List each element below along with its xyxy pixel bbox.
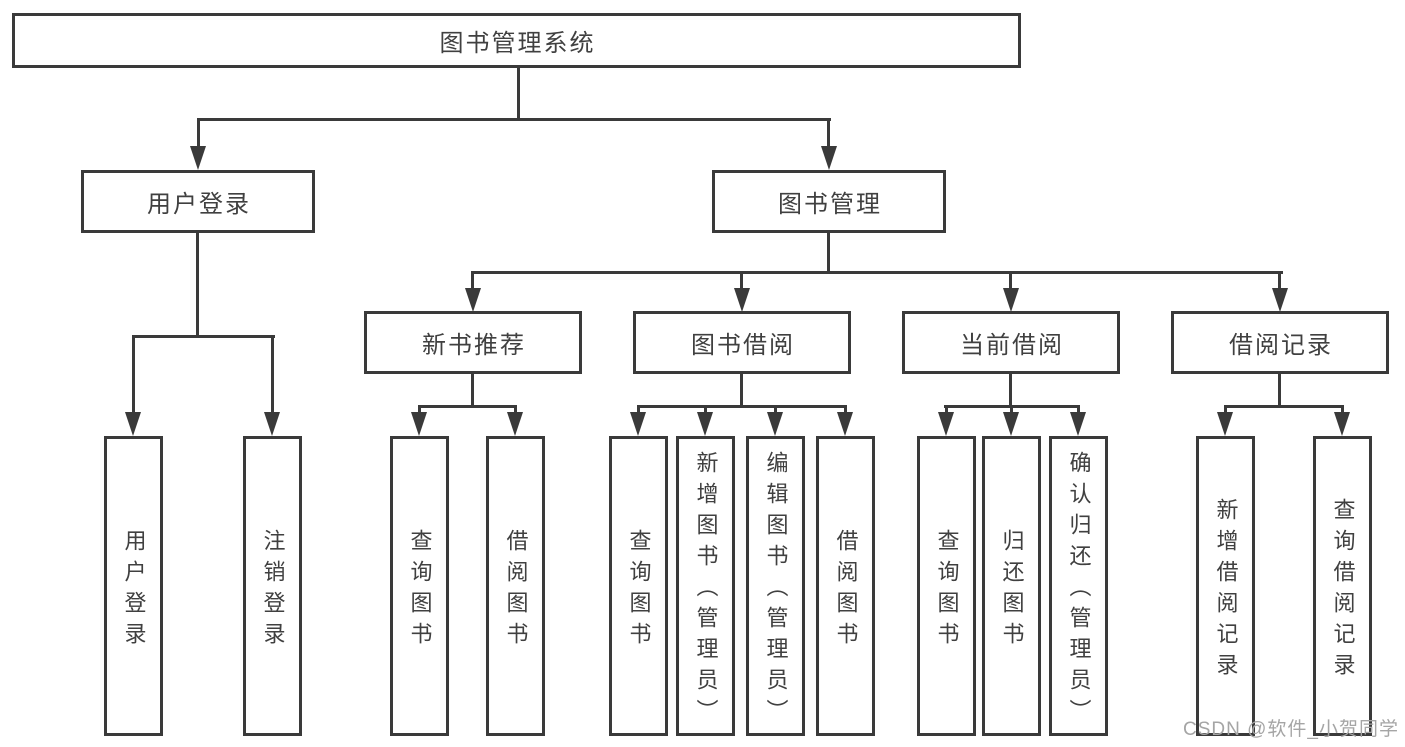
node-label: 用户登录 bbox=[121, 528, 147, 653]
node-label: 归还图书 bbox=[999, 528, 1025, 653]
connector-to-leaf-confirm-return bbox=[1077, 405, 1080, 417]
connector-to-leaf-borrow-books-1 bbox=[514, 405, 517, 417]
leaf-return-books: 归还图书 bbox=[982, 436, 1041, 736]
arrowhead-to-leaf-return-books bbox=[1003, 412, 1019, 436]
arrowhead-to-new-book-recommend bbox=[465, 288, 481, 312]
node-label: 注销登录 bbox=[260, 528, 286, 653]
arrowhead-to-leaf-edit-books bbox=[767, 412, 783, 436]
node-label: 新增图书（管理员） bbox=[693, 451, 719, 730]
connector-new-book-stub bbox=[471, 373, 474, 406]
node-current-borrow: 当前借阅 bbox=[902, 311, 1120, 374]
node-label: 当前借阅 bbox=[960, 332, 1064, 359]
node-label: 确认归还（管理员） bbox=[1066, 451, 1092, 730]
connector-borrow-records-bar bbox=[1224, 405, 1344, 408]
connector-to-borrow-records bbox=[1278, 271, 1281, 291]
connector-to-leaf-query-books-3 bbox=[945, 405, 948, 417]
node-label: 图书借阅 bbox=[691, 332, 795, 359]
arrowhead-to-borrow-records bbox=[1272, 288, 1288, 312]
node-borrow-records: 借阅记录 bbox=[1171, 311, 1389, 374]
connector-to-leaf-add-borrow-record bbox=[1224, 405, 1227, 417]
node-user-login: 用户登录 bbox=[81, 170, 315, 233]
connector-to-leaf-user-login bbox=[132, 335, 135, 414]
connector-user-login-stub bbox=[196, 232, 199, 336]
connector-book-management-bar bbox=[471, 271, 1283, 274]
node-label: 新增借阅记录 bbox=[1213, 497, 1239, 684]
connector-current-borrow-stub bbox=[1009, 373, 1012, 406]
arrowhead-to-leaf-borrow-books-1 bbox=[507, 412, 523, 436]
connector-root-stub bbox=[517, 67, 520, 119]
arrowhead-to-book-borrow bbox=[734, 288, 750, 312]
connector-book-management-stub bbox=[827, 232, 830, 273]
connector-to-leaf-query-books-2 bbox=[637, 405, 640, 417]
node-label: 查询图书 bbox=[626, 528, 652, 653]
node-label: 借阅记录 bbox=[1229, 332, 1333, 359]
connector-to-new-book-recommend bbox=[471, 271, 474, 291]
connector-to-leaf-edit-books bbox=[774, 405, 777, 417]
connector-user-login-bar bbox=[132, 335, 275, 338]
arrowhead-to-leaf-query-books-2 bbox=[630, 412, 646, 436]
node-label: 用户登录 bbox=[147, 191, 251, 218]
arrowhead-to-current-borrow bbox=[1003, 288, 1019, 312]
leaf-query-borrow-record: 查询借阅记录 bbox=[1313, 436, 1372, 736]
arrowhead-to-leaf-add-borrow-record bbox=[1217, 412, 1233, 436]
arrowhead-to-book-management bbox=[821, 146, 837, 170]
arrowhead-to-leaf-logout bbox=[264, 412, 280, 436]
arrowhead-to-leaf-query-books-1 bbox=[411, 412, 427, 436]
node-label: 借阅图书 bbox=[833, 528, 859, 653]
arrowhead-to-leaf-query-books-3 bbox=[938, 412, 954, 436]
connector-to-current-borrow bbox=[1009, 271, 1012, 291]
arrowhead-to-leaf-borrow-books-2 bbox=[837, 412, 853, 436]
node-label: 编辑图书（管理员） bbox=[763, 451, 789, 730]
node-new-book-recommend: 新书推荐 bbox=[364, 311, 582, 374]
connector-to-leaf-borrow-books-2 bbox=[844, 405, 847, 417]
leaf-query-books-recommend: 查询图书 bbox=[390, 436, 449, 736]
leaf-user-login: 用户登录 bbox=[104, 436, 163, 736]
connector-to-leaf-query-books-1 bbox=[418, 405, 421, 417]
leaf-edit-books-admin: 编辑图书（管理员） bbox=[746, 436, 805, 736]
node-book-borrow: 图书借阅 bbox=[633, 311, 851, 374]
arrowhead-to-leaf-add-books bbox=[697, 412, 713, 436]
node-label: 查询借阅记录 bbox=[1330, 497, 1356, 684]
csdn-watermark: CSDN @软件_小贺同学 bbox=[1183, 719, 1399, 740]
node-library-management-system: 图书管理系统 bbox=[12, 13, 1021, 68]
leaf-add-books-admin: 新增图书（管理员） bbox=[676, 436, 735, 736]
arrowhead-to-leaf-confirm-return bbox=[1070, 412, 1086, 436]
connector-to-leaf-return-books bbox=[1010, 405, 1013, 417]
connector-borrow-records-stub bbox=[1278, 373, 1281, 406]
connector-to-book-management bbox=[827, 118, 830, 148]
arrowhead-to-user-login bbox=[190, 146, 206, 170]
leaf-borrow-books-borrow: 借阅图书 bbox=[816, 436, 875, 736]
leaf-query-books-borrow: 查询图书 bbox=[609, 436, 668, 736]
connector-new-book-bar bbox=[418, 405, 517, 408]
leaf-logout: 注销登录 bbox=[243, 436, 302, 736]
node-label: 查询图书 bbox=[934, 528, 960, 653]
connector-book-borrow-bar bbox=[637, 405, 847, 408]
connector-book-borrow-stub bbox=[740, 373, 743, 406]
arrowhead-to-leaf-user-login bbox=[125, 412, 141, 436]
node-label: 图书管理系统 bbox=[439, 30, 596, 57]
node-label: 查询图书 bbox=[407, 528, 433, 653]
node-book-management: 图书管理 bbox=[712, 170, 946, 233]
leaf-query-books-current: 查询图书 bbox=[917, 436, 976, 736]
leaf-borrow-books-recommend: 借阅图书 bbox=[486, 436, 545, 736]
leaf-add-borrow-record: 新增借阅记录 bbox=[1196, 436, 1255, 736]
connector-to-book-borrow bbox=[740, 271, 743, 291]
node-label: 图书管理 bbox=[778, 191, 882, 218]
connector-to-leaf-logout bbox=[271, 335, 274, 414]
leaf-confirm-return-admin: 确认归还（管理员） bbox=[1049, 436, 1108, 736]
connector-to-user-login bbox=[197, 118, 200, 148]
node-label: 借阅图书 bbox=[503, 528, 529, 653]
connector-root-bar bbox=[197, 118, 831, 121]
connector-to-leaf-query-borrow-record bbox=[1341, 405, 1344, 417]
arrowhead-to-leaf-query-borrow-record bbox=[1334, 412, 1350, 436]
connector-to-leaf-add-books bbox=[704, 405, 707, 417]
node-label: 新书推荐 bbox=[422, 332, 526, 359]
